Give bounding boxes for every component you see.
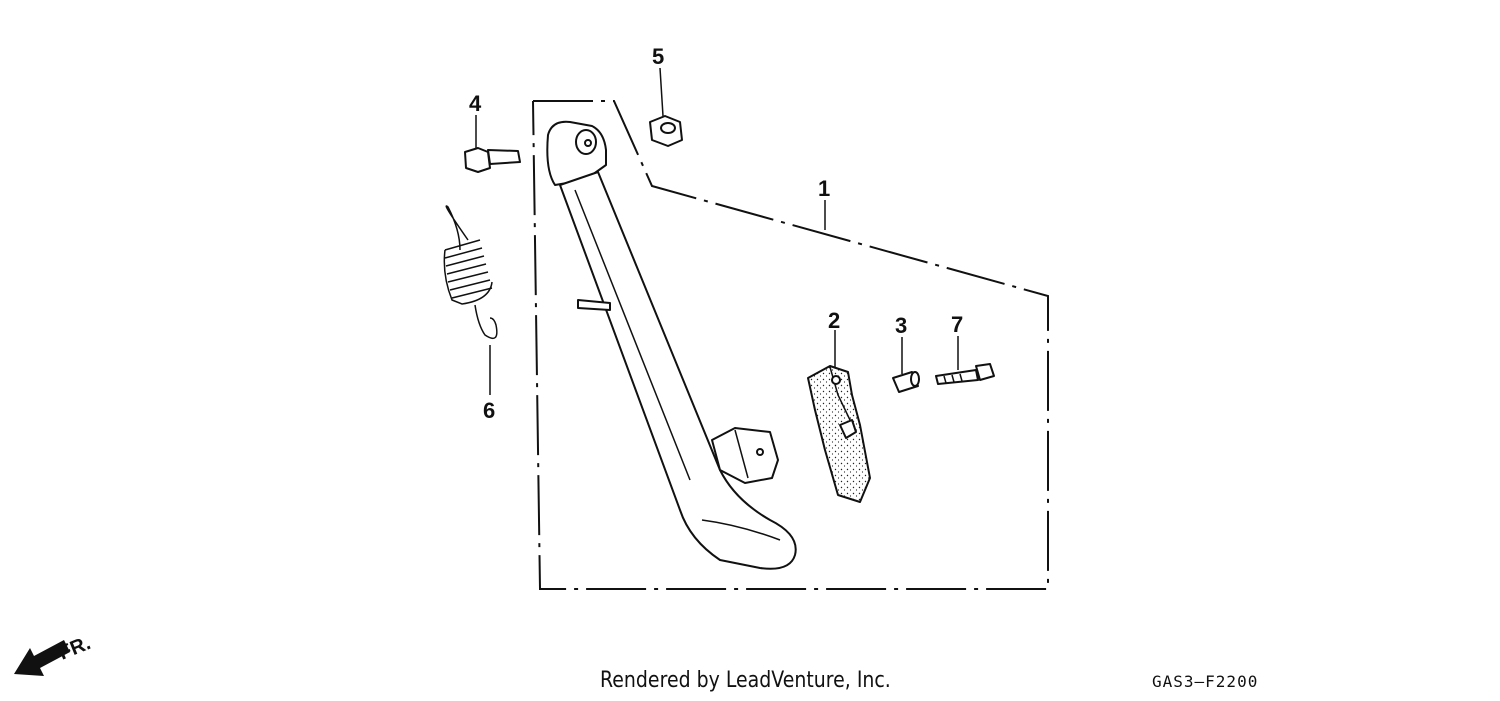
callout-3: 3 xyxy=(895,313,907,338)
footer-credit: Rendered by LeadVenture, Inc. xyxy=(600,668,891,693)
arrow-left-down-icon xyxy=(14,640,70,676)
diagram-code: GAS3–F2200 xyxy=(1152,672,1259,691)
nut-part-5[interactable] xyxy=(649,115,683,147)
callout-1: 1 xyxy=(818,176,830,201)
assembly-outline xyxy=(532,100,1049,590)
callout-7: 7 xyxy=(951,312,963,337)
pivot-bolt-part-4[interactable] xyxy=(464,147,521,173)
callout-2: 2 xyxy=(828,308,840,333)
spring-part-6[interactable] xyxy=(443,205,498,340)
direction-label: FR. xyxy=(56,632,94,664)
callout-5: 5 xyxy=(652,44,664,69)
rubber-part-2[interactable] xyxy=(807,365,871,503)
collar-part-3[interactable] xyxy=(892,371,920,393)
bolt-part-7[interactable] xyxy=(935,363,995,385)
side-stand-part-1[interactable] xyxy=(546,120,797,570)
callout-6: 6 xyxy=(483,398,495,423)
callout-4: 4 xyxy=(469,91,482,116)
